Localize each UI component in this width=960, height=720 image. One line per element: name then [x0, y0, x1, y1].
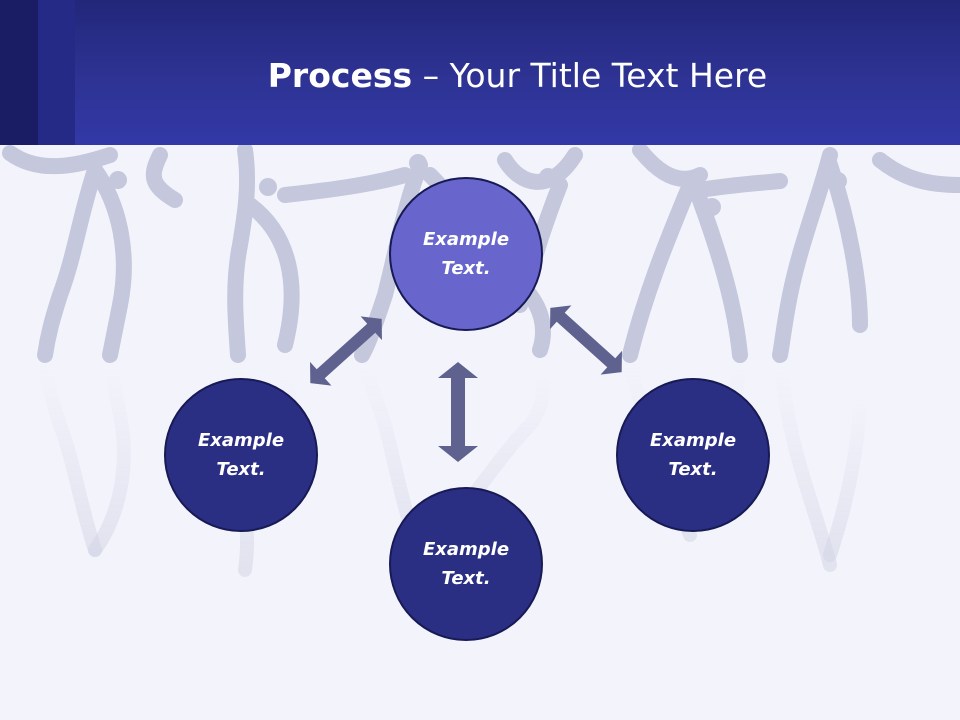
- header-accent-stripe: [0, 0, 38, 145]
- node-label: Example Text.: [649, 430, 737, 480]
- title-rest: – Your Title Text Here: [412, 56, 768, 95]
- title-bold: Process: [267, 56, 413, 95]
- node-label: Example Text.: [422, 229, 510, 279]
- process-node-bottom: Example Text.: [389, 487, 543, 641]
- process-node-right: Example Text.: [616, 378, 770, 532]
- double-arrow-left-diagonal: [310, 316, 382, 386]
- double-arrow-right-diagonal: [550, 305, 622, 375]
- title-bar: Process – Your Title Text Here: [0, 0, 960, 145]
- node-label: Example Text.: [197, 430, 285, 480]
- page-title: Process – Your Title Text Here: [75, 52, 960, 100]
- process-node-top: Example Text.: [389, 177, 543, 331]
- header-accent-stripe: [38, 0, 75, 145]
- process-node-left: Example Text.: [164, 378, 318, 532]
- double-arrow-vertical: [438, 362, 478, 462]
- node-label: Example Text.: [422, 539, 510, 589]
